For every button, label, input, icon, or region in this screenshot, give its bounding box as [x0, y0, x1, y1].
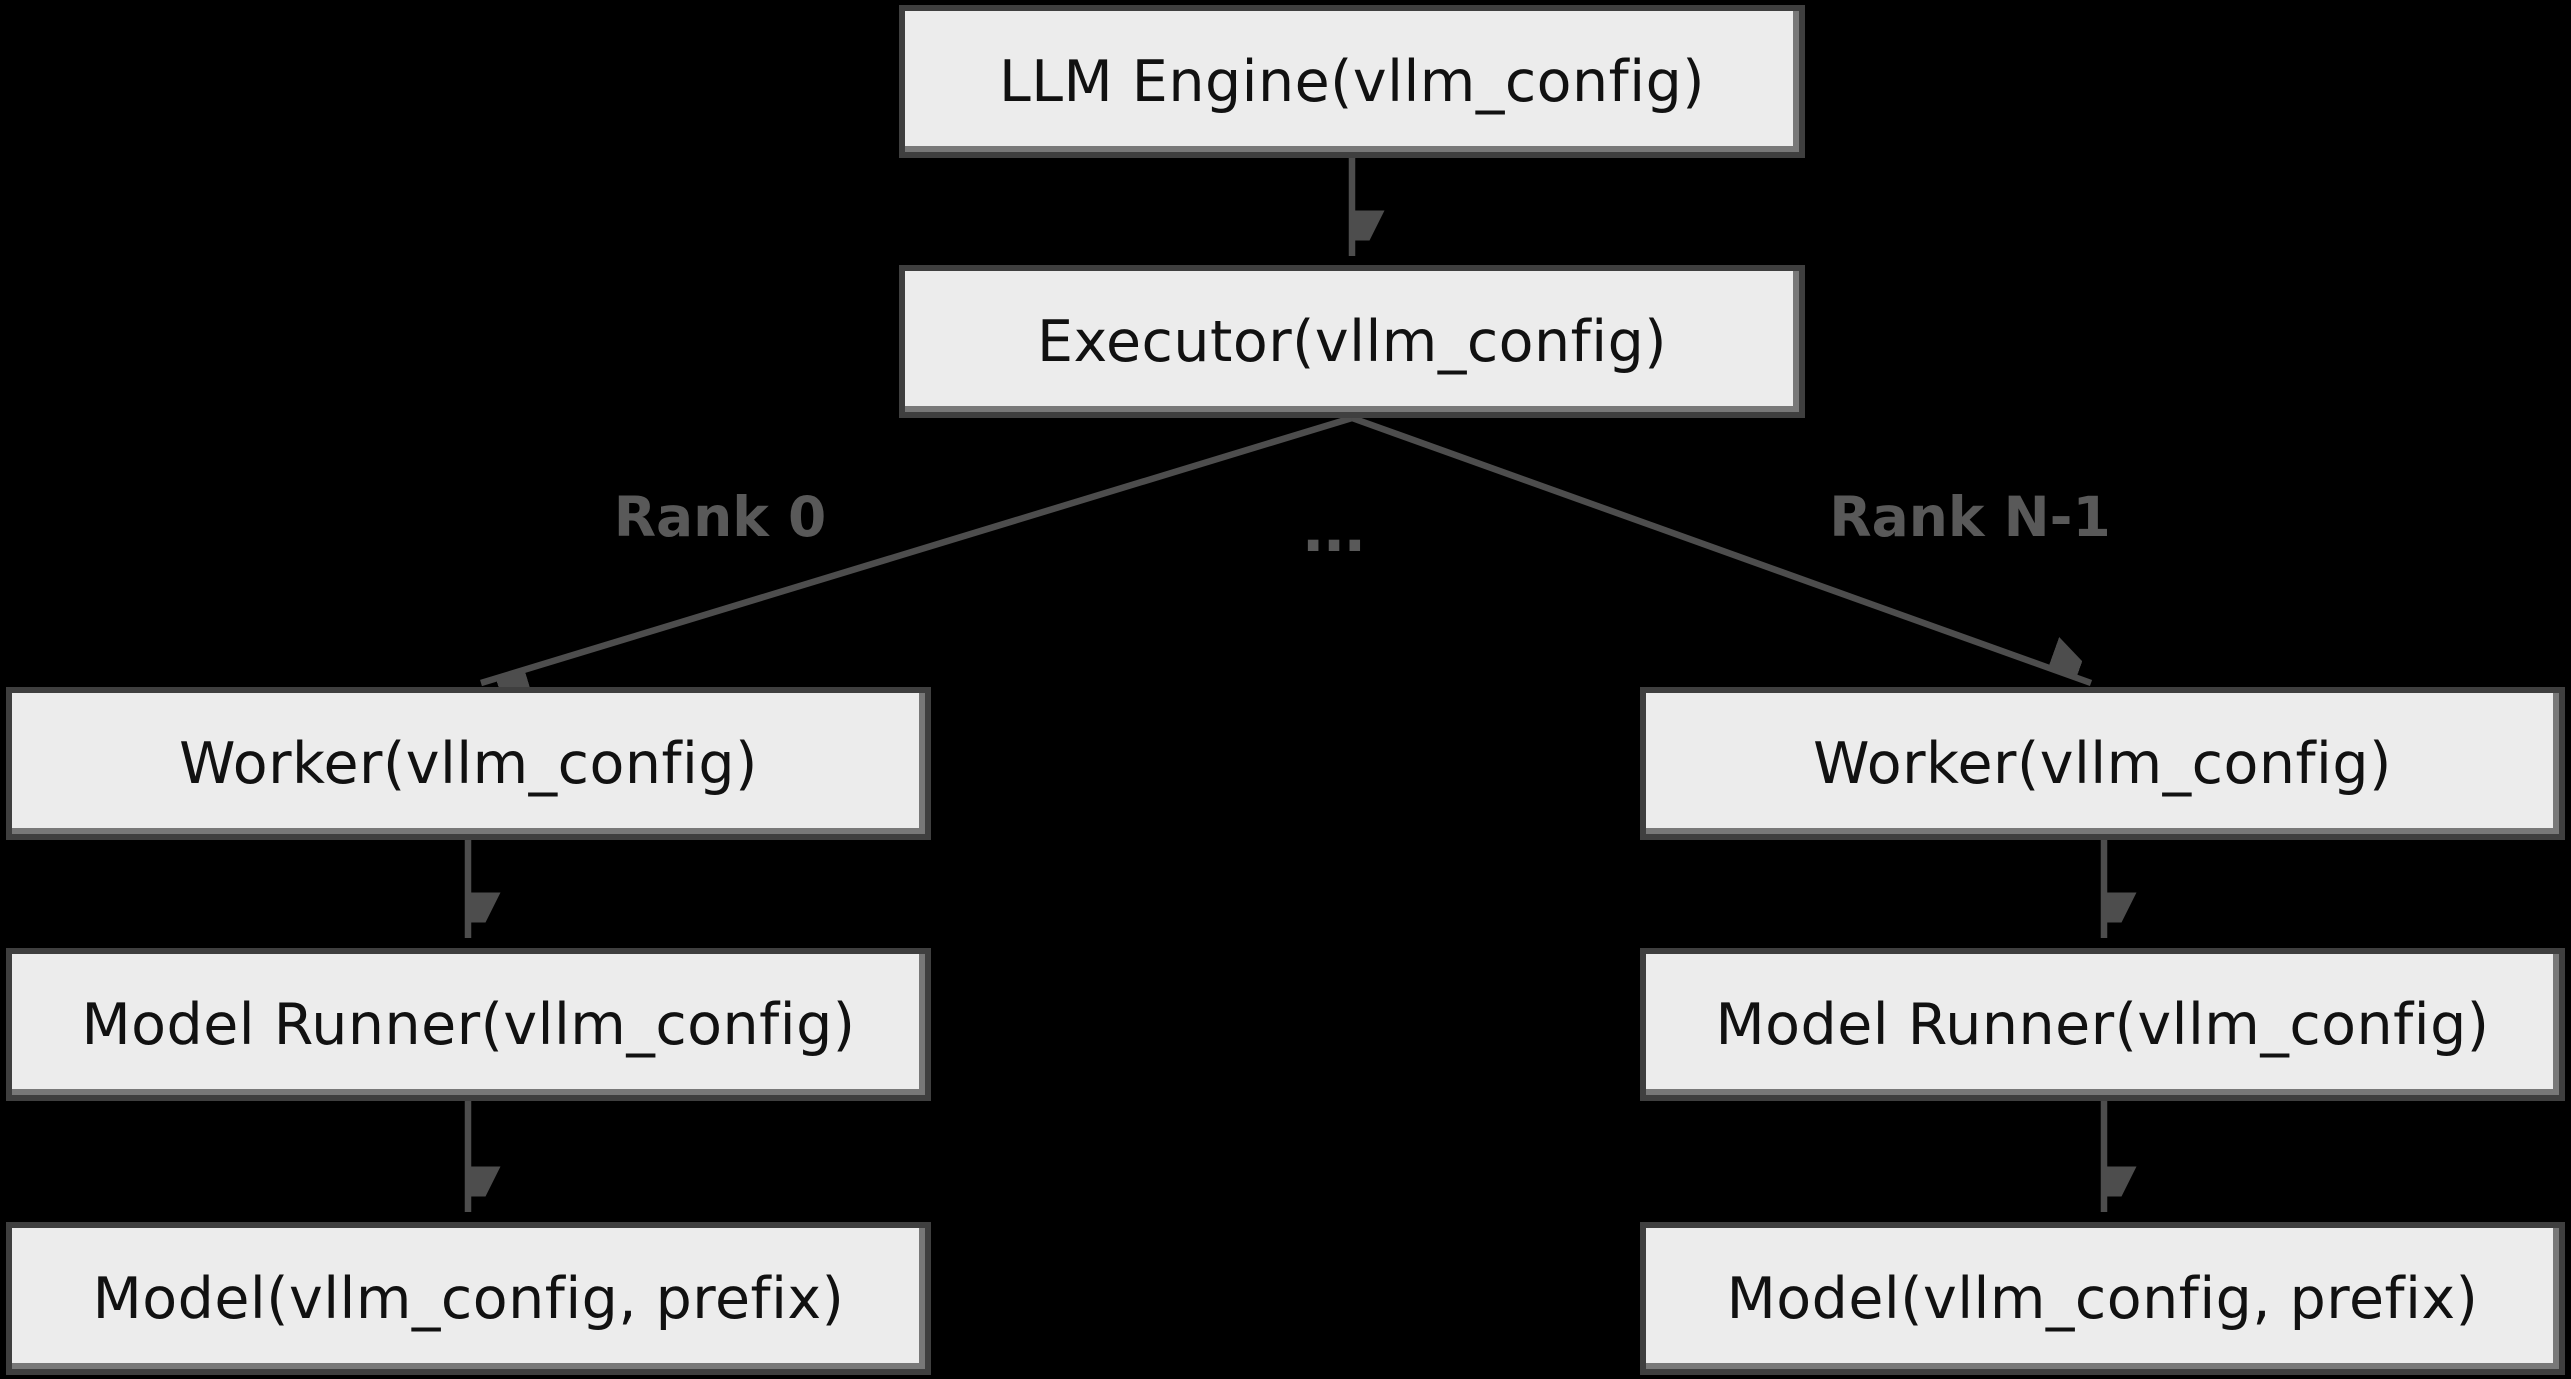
node-llm-engine: LLM Engine(vllm_config) — [899, 5, 1805, 158]
edge-label-rank-0: Rank 0 — [613, 485, 827, 549]
node-model-rank0: Model(vllm_config, prefix) — [6, 1222, 931, 1375]
node-executor: Executor(vllm_config) — [899, 265, 1805, 418]
edge-executor-worker-left — [480, 414, 1353, 683]
node-model-rankn: Model(vllm_config, prefix) — [1640, 1222, 2565, 1375]
node-model-runner-rank0: Model Runner(vllm_config) — [6, 948, 931, 1101]
edge-label-rank-n-1: Rank N-1 — [1829, 485, 2111, 549]
node-worker-rankn: Worker(vllm_config) — [1640, 687, 2565, 840]
edge-label-ellipsis: ... — [1301, 496, 1366, 566]
node-worker-rank0: Worker(vllm_config) — [6, 687, 931, 840]
node-model-runner-rankn: Model Runner(vllm_config) — [1640, 948, 2565, 1101]
edge-executor-worker-right — [1350, 414, 2093, 687]
